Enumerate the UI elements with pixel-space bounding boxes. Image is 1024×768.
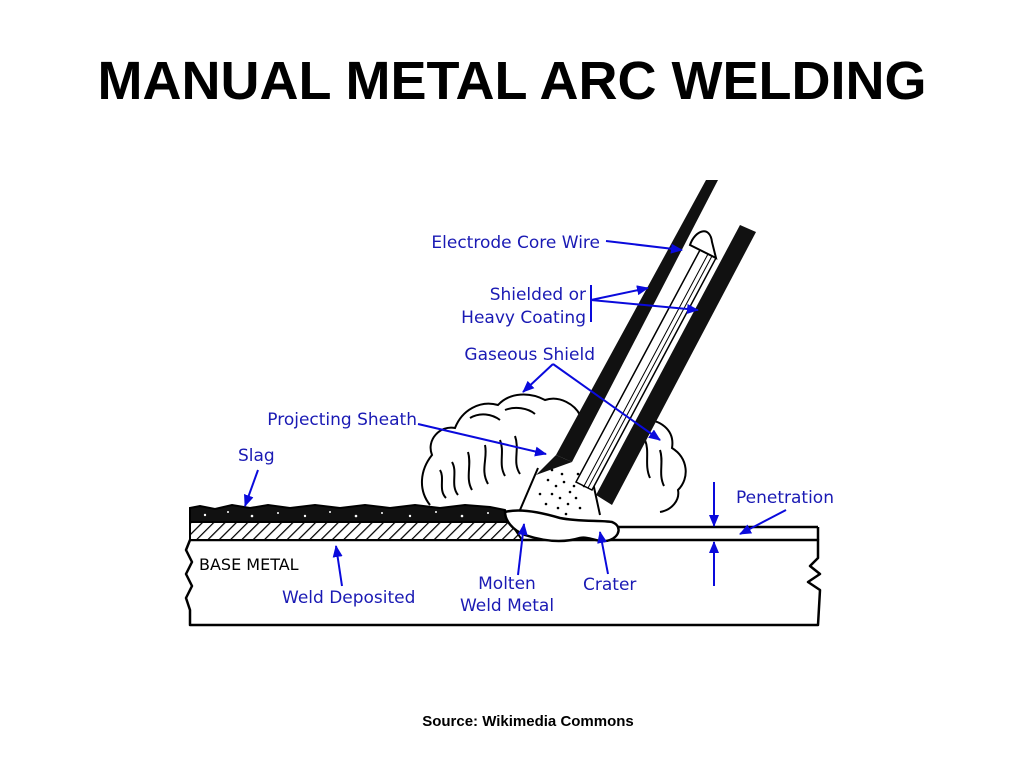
label-weld-deposited: Weld Deposited <box>282 588 415 608</box>
arrow-coating-left <box>590 285 649 301</box>
annotation-arrows <box>244 240 787 587</box>
label-electrode-core-wire: Electrode Core Wire <box>431 233 600 253</box>
arrow-gas-right <box>552 363 661 441</box>
label-projecting-sheath: Projecting Sheath <box>267 410 417 430</box>
weld-deposited-bead <box>189 521 524 541</box>
slide-title: MANUAL METAL ARC WELDING <box>97 51 927 111</box>
arrow-slag <box>244 469 259 507</box>
arrow-molten <box>517 523 528 576</box>
label-molten-line2: Weld Metal <box>460 596 554 616</box>
electrode <box>536 180 756 505</box>
label-shielded-line1: Shielded or <box>490 285 586 305</box>
base-metal-plate <box>184 538 822 627</box>
arrow-coating-right <box>590 299 699 314</box>
gaseous-shield-cloud <box>421 393 687 513</box>
arrow-crater <box>597 531 609 575</box>
label-penetration: Penetration <box>736 488 834 508</box>
label-shielded-line2: Heavy Coating <box>461 308 586 328</box>
label-slag: Slag <box>238 446 275 466</box>
slag-layer <box>189 503 512 523</box>
label-gaseous-shield: Gaseous Shield <box>464 345 595 365</box>
arrow-weld-deposited <box>332 545 343 587</box>
arrow-core-wire <box>605 240 683 254</box>
label-crater: Crater <box>583 575 636 595</box>
arrow-penetration-label <box>739 509 787 535</box>
arc-spray <box>538 468 586 516</box>
source-caption: Source: Wikimedia Commons <box>422 713 634 730</box>
slag-texture <box>203 511 489 518</box>
label-base-metal: BASE METAL <box>199 555 299 574</box>
arrow-sheath <box>417 423 547 457</box>
label-molten-line1: Molten <box>478 574 536 594</box>
arrow-gas-left <box>522 363 554 393</box>
